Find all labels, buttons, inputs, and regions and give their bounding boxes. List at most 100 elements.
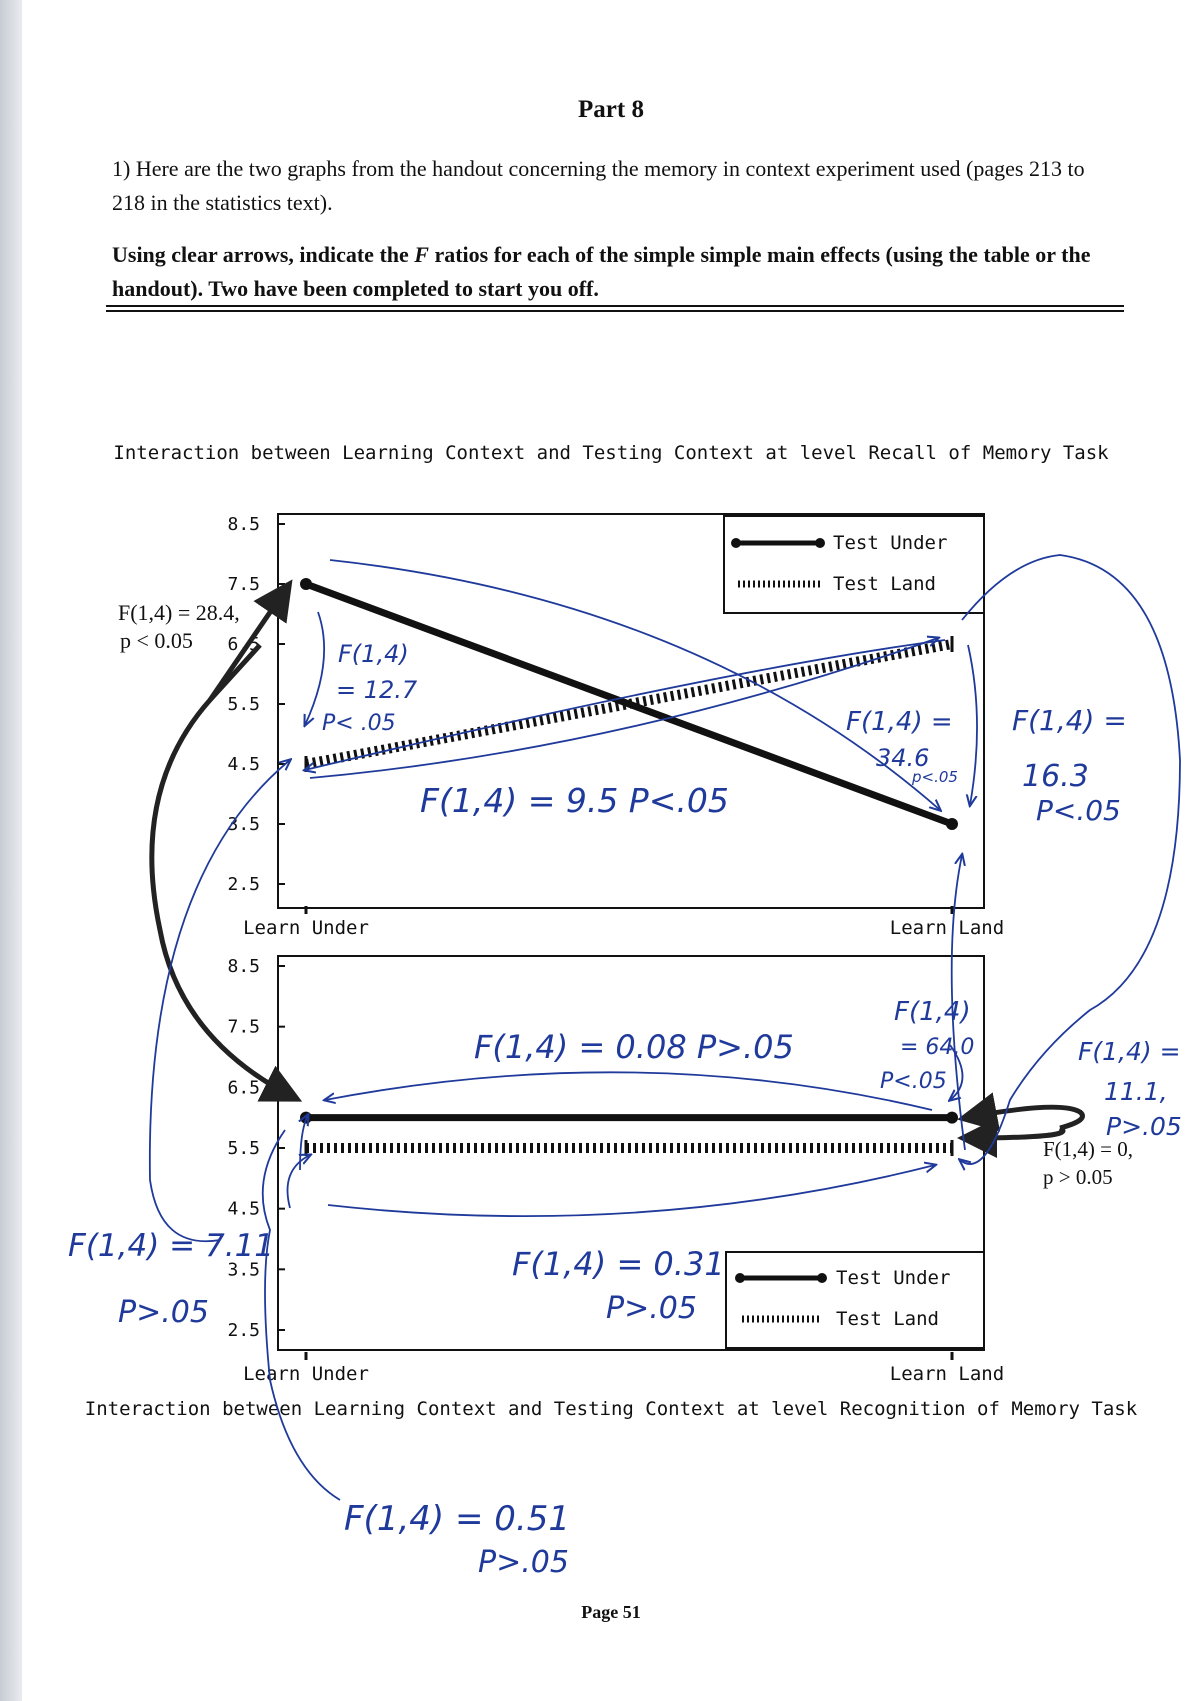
series-line-test-land (305, 639, 953, 769)
hw-bot-d-2: P>.05 (606, 1291, 697, 1326)
x-category-label: Learn Land (890, 1363, 1004, 1385)
hw-bottom-1: F(1,4) = 0.51 (344, 1499, 570, 1539)
y-tick-label: 5.5 (227, 1138, 260, 1159)
page-number: Page 51 (581, 1602, 641, 1622)
chart-recognition: 8.5 7.5 6.5 5.5 4.5 3.5 2.5 Learn Under Learn L… (227, 955, 1004, 1385)
y-tick-label: 3.5 (227, 1259, 260, 1280)
hw-bot-b-2: = 64.0 (900, 1035, 974, 1060)
chart-title-recognition: Interaction between Learning Context and… (84, 1398, 1138, 1420)
hw-line-bottom-left (261, 1129, 341, 1501)
x-axis-recall: Learn Under Learn Land (243, 906, 1004, 939)
y-tick-label: 4.5 (227, 754, 260, 775)
y-tick-label: 4.5 (227, 1199, 260, 1220)
hw-arrow-left-loop (148, 760, 290, 1243)
y-tick-label: 7.5 (227, 574, 260, 595)
series-recognition (300, 1111, 958, 1156)
typed-p-left: p < 0.05 (120, 628, 193, 653)
hw-top-c-1: F(1,4) = (846, 707, 953, 737)
bold-arrow-right-b (957, 1117, 1066, 1158)
typed-f-right: F(1,4) = 0, (1043, 1137, 1133, 1161)
handwritten-notes: F(1,4) = 12.7 P< .05 F(1,4) = 9.5 P<.05 … (68, 640, 1182, 1580)
legend-label-test-land-2: Test Land (836, 1308, 939, 1330)
y-tick-label: 2.5 (227, 1320, 260, 1341)
legend-recognition: Test Under Test Land (725, 1251, 985, 1349)
page-title: Part 8 (578, 96, 644, 123)
hw-left-1: F(1,4) = 7.11 (68, 1228, 274, 1264)
hw-top-a-1: F(1,4) (338, 640, 409, 668)
instruction-f: F (414, 242, 429, 267)
typed-arrows: F(1,4) = 28.4, p < 0.05 F(1,4) = 0, p > … (118, 579, 1133, 1189)
y-tick-label: 7.5 (227, 1017, 260, 1038)
x-axis-recognition: Learn Under Learn Land (243, 1352, 1004, 1385)
legend-box-recognition (725, 1251, 985, 1349)
hw-bot-b-1: F(1,4) (894, 997, 971, 1027)
hw-bot-c-1: F(1,4) = (1078, 1037, 1181, 1066)
hw-bottom-2: P>.05 (478, 1545, 569, 1580)
legend-solid-dot-end-2 (817, 1273, 827, 1283)
x-category-label: Learn Under (243, 1363, 369, 1385)
hw-top-d-1: F(1,4) = (1012, 704, 1127, 737)
hw-bot-b-3: P<.05 (880, 1069, 947, 1094)
hw-arrow-bot-under-back (325, 1071, 933, 1111)
y-tick-label: 6.5 (227, 1077, 260, 1098)
y-tick-label: 8.5 (227, 956, 260, 977)
hw-left-2: P>.05 (118, 1295, 209, 1330)
hw-arrow-bot-right-vertical (950, 1044, 964, 1100)
hw-top-b: F(1,4) = 9.5 P<.05 (420, 781, 729, 820)
worksheet-page: Part 8 1) Here are the two graphs from t… (22, 0, 1200, 1701)
double-rule-bottom (106, 310, 1124, 312)
chart-title-recall: Interaction between Learning Context and… (113, 442, 1109, 464)
hw-top-c-2: 34.6 (876, 744, 929, 772)
handwritten-arrows (148, 554, 1181, 1501)
y-axis-recognition: 8.5 7.5 6.5 5.5 4.5 3.5 2.5 (227, 956, 285, 1341)
plot-frame-recall (277, 513, 985, 909)
hw-top-a-2: = 12.7 (336, 676, 418, 704)
point-test-under (946, 818, 958, 830)
hw-top-a-3: P< .05 (322, 711, 396, 736)
hw-arrow-top-land-forward (309, 638, 938, 779)
point-test-under (946, 1111, 958, 1124)
x-category-label: Learn Land (890, 917, 1004, 939)
hw-arrow-top-land-back (305, 639, 946, 770)
typed-f-left-1: F(1,4) = 28.4, (118, 600, 240, 625)
bold-arrow-left-down (149, 643, 303, 1102)
instruction-post: ratios for each of the simple simple mai… (112, 242, 1091, 301)
instruction: Using clear arrows, indicate the F ratio… (112, 238, 1112, 306)
bold-arrow-left-up (207, 579, 293, 702)
y-axis-recall: 8.57.56.55.54.53.52.5 (227, 514, 285, 895)
legend-box-recall (723, 515, 985, 614)
legend-label-test-land: Test Land (833, 573, 936, 595)
hw-bot-c-2: 11.1, (1104, 1077, 1168, 1106)
hw-top-d-2: 16.3 (1022, 759, 1089, 794)
page-edge (0, 0, 22, 1701)
typed-p-right: p > 0.05 (1043, 1165, 1113, 1189)
question-intro: 1) Here are the two graphs from the hand… (112, 156, 1085, 215)
y-tick-label: 8.5 (227, 514, 260, 535)
hw-top-d-3: P<.05 (1036, 794, 1121, 827)
instruction-pre: Using clear arrows, indicate the (112, 242, 415, 267)
hw-arrow-top-right-vertical (968, 644, 978, 805)
legend-solid-dot (731, 538, 741, 548)
y-tick-label: 2.5 (227, 874, 260, 895)
y-tick-label: 5.5 (227, 694, 260, 715)
hw-bot-a: F(1,4) = 0.08 P>.05 (474, 1028, 794, 1066)
hw-arrow-top-left-vertical (305, 611, 326, 725)
bold-arrow-right-a (957, 1092, 1085, 1132)
point-test-under (300, 578, 312, 590)
legend-label-test-under-2: Test Under (836, 1267, 950, 1289)
double-rule-top (106, 305, 1124, 307)
legend-solid-dot-2 (735, 1273, 745, 1283)
hw-arrow-bot-land (327, 1165, 935, 1218)
hw-arrow-bot-left-land (286, 1155, 311, 1209)
legend-recall: Test Under Test Land (723, 515, 985, 614)
hw-top-c-3: p<.05 (911, 768, 958, 786)
series-line-test-under (304, 580, 954, 828)
hw-arrow-loop-right (960, 554, 1181, 1164)
hw-bot-d-1: F(1,4) = 0.31 (512, 1245, 725, 1283)
hw-arrow-top-under-diag (329, 559, 940, 810)
x-category-label: Learn Under (243, 917, 369, 939)
legend-solid-dot-end (815, 538, 825, 548)
hw-bot-c-3: P>.05 (1106, 1112, 1182, 1141)
